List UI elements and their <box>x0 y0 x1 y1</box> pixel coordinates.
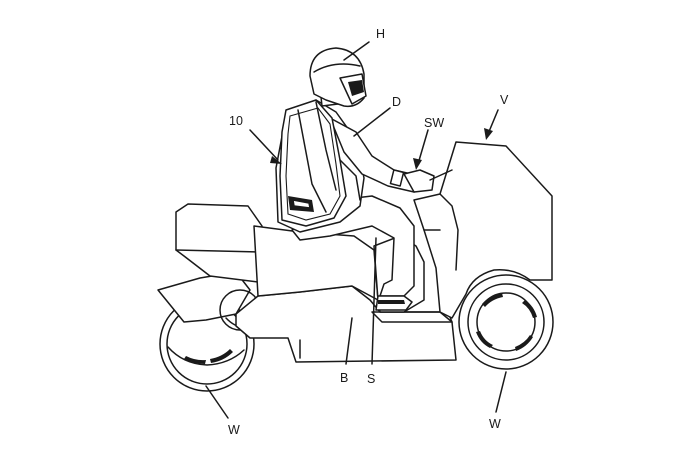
label-helmet: H <box>376 27 385 41</box>
front-fairing <box>413 141 553 319</box>
arrow-vest-assembly <box>270 156 282 164</box>
leader-lines <box>205 41 507 419</box>
label-vehicle: V <box>500 93 509 107</box>
label-front-wheel: W <box>489 417 501 431</box>
label-body: B <box>340 371 348 385</box>
label-rear-wheel: W <box>228 423 240 437</box>
label-airbag-vest: D <box>392 95 401 109</box>
label-vest-assembly: 10 <box>229 114 243 128</box>
scooter-body <box>175 203 457 363</box>
arrow-vehicle <box>484 128 493 140</box>
label-switch: SW <box>424 116 444 130</box>
arrow-switch <box>413 158 422 170</box>
front-wheel <box>458 274 554 370</box>
label-seat: S <box>367 372 375 386</box>
